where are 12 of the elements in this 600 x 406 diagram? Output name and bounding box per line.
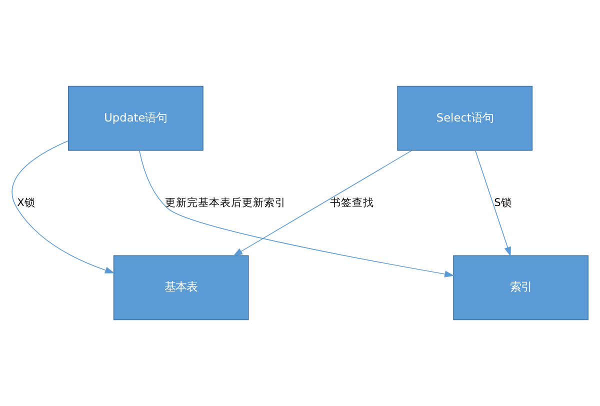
node-box: 索引 <box>453 255 589 320</box>
arrow <box>475 150 511 257</box>
edge-label: 书签查找 <box>330 196 374 209</box>
node-box: 基本表 <box>113 255 249 320</box>
edge-label: S锁 <box>494 196 512 209</box>
node-box: Select语句 <box>397 86 533 151</box>
arrow <box>232 150 412 256</box>
arrow <box>12 140 115 274</box>
arrow <box>138 150 454 278</box>
edge-label: X锁 <box>17 196 36 209</box>
edge-label: 更新完基本表后更新索引 <box>164 196 286 209</box>
node-box: Update语句 <box>68 86 204 151</box>
